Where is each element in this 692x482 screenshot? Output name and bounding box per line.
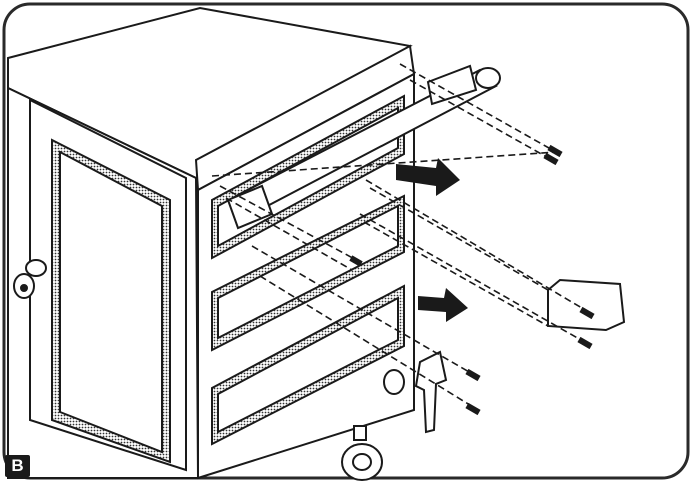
- screw-icon: [579, 306, 595, 320]
- right-arrow-icon: [396, 158, 460, 196]
- bracket-icon: [414, 350, 448, 434]
- screw-icon: [465, 368, 481, 382]
- lock-icon: [13, 259, 47, 299]
- caster-icon: [341, 369, 405, 481]
- screw-icon: [543, 152, 559, 166]
- screw-icon: [349, 255, 363, 267]
- screw-icon: [577, 336, 593, 350]
- handle-icon: [226, 64, 501, 230]
- bracket-icon: [547, 278, 626, 332]
- alignment-lines: [211, 63, 593, 411]
- vent-panel-bottom-inner: [217, 296, 399, 434]
- right-arrow-icon: [418, 288, 468, 322]
- side-door-window-inner: [59, 150, 163, 454]
- screws: [349, 144, 595, 416]
- vent-panel-middle-inner: [217, 204, 399, 340]
- screw-icon: [465, 402, 481, 416]
- step-label: B: [5, 455, 30, 477]
- screw-icon: [547, 144, 563, 158]
